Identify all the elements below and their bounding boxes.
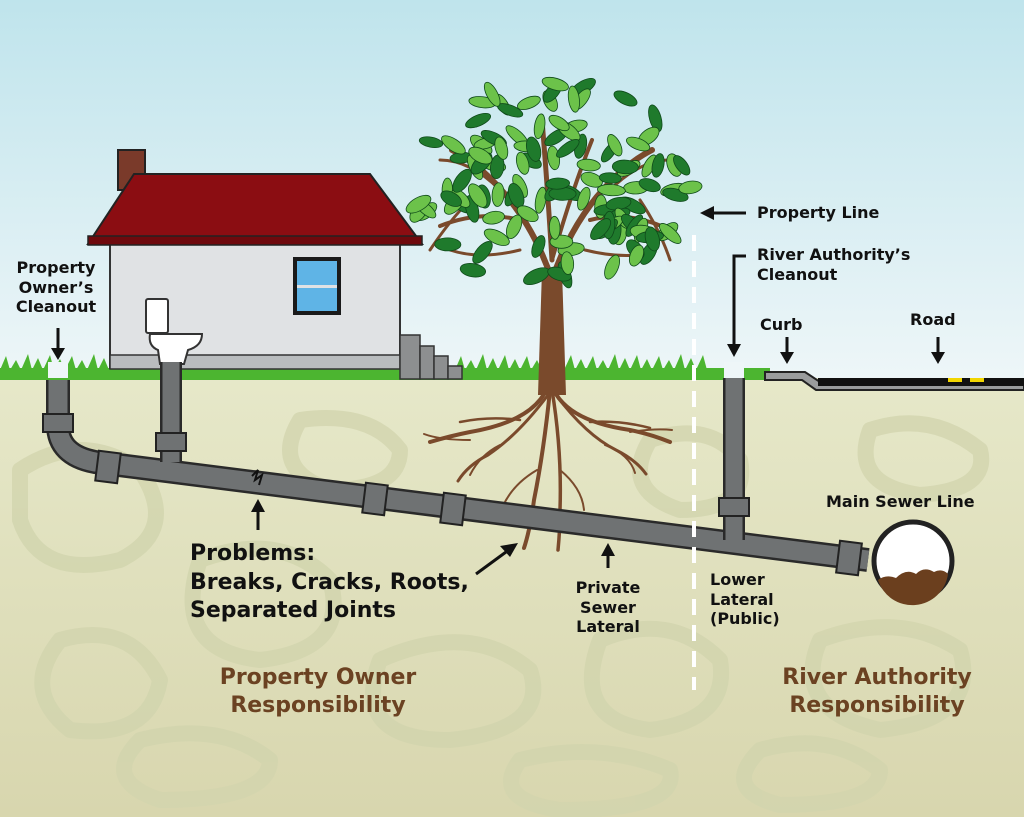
- leaf: [491, 182, 505, 207]
- leaf: [452, 168, 472, 193]
- leaf: [483, 228, 510, 246]
- label-property-owners-cleanout: Property Owner’s Cleanout: [15, 258, 97, 317]
- label-property-owner-responsibility: Property Owner Responsibility: [219, 665, 417, 718]
- arrow-authority-cleanout: [727, 254, 746, 357]
- leaf: [405, 194, 432, 214]
- leaf: [580, 171, 603, 188]
- label-river-authority-cleanout: River Authority’s Cleanout: [757, 245, 911, 284]
- leaf: [560, 251, 575, 275]
- leaf: [515, 151, 530, 175]
- leaf: [556, 139, 580, 158]
- leaf: [626, 136, 651, 152]
- roof: [86, 173, 424, 245]
- leaf: [611, 159, 639, 175]
- leaf: [494, 136, 509, 160]
- road: [818, 378, 1024, 386]
- leaf: [548, 114, 570, 132]
- leaf: [531, 235, 546, 258]
- leaf: [459, 262, 486, 278]
- leaf: [541, 76, 569, 92]
- leaf: [576, 158, 601, 172]
- label-curb: Curb: [760, 315, 803, 334]
- leaf: [545, 177, 570, 190]
- label-lower-lateral: Lower Lateral (Public): [710, 570, 780, 629]
- leaf: [516, 205, 539, 223]
- label-problems: Problems: Breaks, Cracks, Roots, Separat…: [190, 541, 469, 624]
- grass: [0, 354, 770, 380]
- leaf: [567, 85, 580, 113]
- leaf: [434, 237, 462, 252]
- leaf: [658, 223, 682, 244]
- leaf: [613, 90, 638, 107]
- owner-cleanout-cap: [48, 362, 68, 378]
- leaf: [577, 186, 591, 211]
- label-property-line: Property Line: [757, 203, 880, 222]
- leaf: [483, 81, 501, 107]
- arrow-problems: [251, 499, 265, 530]
- leaf: [673, 155, 691, 176]
- leaf: [418, 136, 444, 149]
- leaf: [525, 136, 542, 162]
- label-private-sewer-lateral: Private Sewer Lateral: [575, 578, 641, 637]
- arrow-property-line: [700, 206, 746, 220]
- leaf: [533, 113, 546, 140]
- leaf: [465, 112, 492, 129]
- leaf: [604, 254, 621, 280]
- leaf: [440, 190, 462, 207]
- leaf: [644, 226, 661, 252]
- tree-leaves: [405, 76, 703, 289]
- leaf: [534, 186, 547, 214]
- steps: [399, 334, 463, 380]
- authority-cleanout-cap: [724, 362, 744, 378]
- leaf: [468, 183, 488, 208]
- leaf: [472, 241, 493, 264]
- arrow-curb: [780, 337, 794, 364]
- road-marking: [970, 378, 984, 382]
- label-road: Road: [910, 310, 956, 329]
- toilet: [145, 298, 204, 365]
- leaf: [598, 172, 622, 184]
- window: [293, 257, 341, 315]
- main-sewer-pipe: [871, 519, 955, 606]
- leaf: [597, 184, 626, 197]
- leaf: [638, 178, 661, 193]
- leaf: [517, 95, 541, 111]
- arrow-private-lateral: [601, 543, 615, 568]
- leaf: [590, 218, 612, 241]
- leaf: [628, 244, 645, 267]
- tree-trunk: [538, 270, 566, 395]
- leaf: [482, 210, 505, 225]
- leaf: [651, 153, 665, 178]
- leaf: [548, 215, 561, 240]
- tree-roots: [423, 378, 673, 552]
- pipe-crack: [251, 469, 264, 486]
- callout-arrows: [51, 206, 945, 576]
- label-river-authority-responsibility: River Authority Responsibility: [782, 665, 972, 718]
- arrow-road: [931, 337, 945, 364]
- leaf: [678, 180, 703, 195]
- pipe-couplings: [42, 413, 863, 577]
- label-main-sewer-line: Main Sewer Line: [826, 492, 975, 511]
- leaf: [441, 135, 466, 155]
- leaf: [607, 134, 623, 157]
- road-marking: [948, 378, 962, 382]
- leaf: [505, 214, 523, 239]
- house: [86, 149, 463, 380]
- arrow-roots: [475, 543, 518, 576]
- arrow-owner-cleanout: [51, 328, 65, 360]
